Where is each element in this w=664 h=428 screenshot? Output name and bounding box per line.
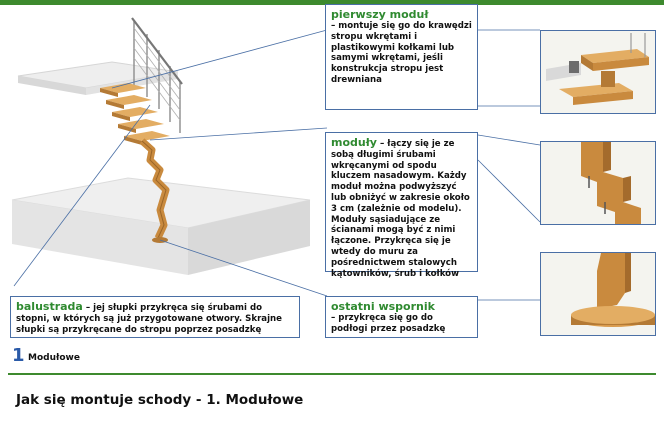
callout-balustrade-title: balustrada (16, 300, 83, 313)
caption-divider (8, 373, 656, 375)
top-accent-bar (0, 0, 664, 5)
callout-balustrade-text: – jej słupki przykręca się śrubami do st… (16, 303, 282, 335)
detail-module-joint (540, 141, 656, 225)
callout-last-support-title: ostatni wspornik (331, 300, 435, 313)
figure-number-label: Modułowe (28, 353, 80, 363)
callout-modules-title: moduły (331, 136, 377, 149)
callout-modules-text: – łączy się je ze sobą długimi śrubami w… (331, 139, 470, 279)
callout-last-support-text: – przykręca się go do podłogi przez posa… (331, 313, 446, 334)
callout-last-support: ostatni wspornik – przykręca się go do p… (325, 296, 478, 338)
callout-first-module-title: pierwszy moduł (331, 8, 429, 21)
detail-last-support (540, 252, 656, 336)
stair-steps (100, 83, 170, 145)
callout-modules: moduły – łączy się je ze sobą długimi śr… (325, 132, 478, 279)
callout-balustrade: balustrada – jej słupki przykręca się śr… (10, 296, 300, 338)
leader-lines (13, 29, 541, 301)
callout-first-module-text: – montuje się go do krawędzi stropu wkrę… (331, 21, 472, 85)
figure-number-badge: 1 (12, 345, 25, 366)
figure-caption: Jak się montuje schody - 1. Modułowe (16, 392, 304, 408)
detail-first-module (540, 30, 656, 114)
callout-first-module: pierwszy moduł – montuje się go do krawę… (325, 4, 478, 110)
